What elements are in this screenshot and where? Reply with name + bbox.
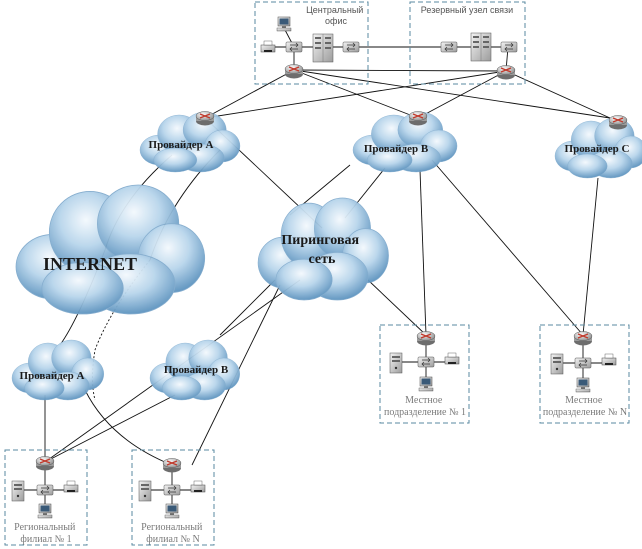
server-icon bbox=[11, 480, 25, 502]
backup-node-site: Резервный узел связи bbox=[409, 1, 526, 85]
switch-icon bbox=[285, 41, 303, 53]
provider-a-top-label: Провайдер А bbox=[149, 139, 214, 151]
provider-a-top-cloud: Провайдер А bbox=[139, 111, 241, 173]
switch-icon bbox=[163, 484, 181, 496]
svg-text:Региональный филиал № N: Региональный филиал № N bbox=[141, 522, 205, 545]
regional-branch-n-label-line1: Региональный bbox=[141, 522, 203, 533]
provider-a-bottom-cloud: Провайдер А bbox=[11, 339, 105, 401]
svg-text:Региональный филиал № 1: Региональный филиал № 1 bbox=[14, 522, 78, 545]
provider-c-top-cloud: Провайдер С bbox=[554, 117, 642, 179]
regional-branch-n-label-line2: филиал № N bbox=[146, 534, 199, 545]
svg-text:Пиринговая сеть: Пиринговая сеть bbox=[281, 233, 362, 267]
printer-icon bbox=[190, 480, 206, 493]
provider-b-bottom-label: Провайдер В bbox=[164, 364, 229, 376]
router-icon bbox=[608, 114, 628, 131]
router-icon bbox=[573, 330, 593, 347]
provider-b-bottom-cloud: Провайдер В bbox=[149, 339, 241, 401]
provider-b-top-cloud: Провайдер В bbox=[352, 111, 458, 173]
switch-icon bbox=[440, 41, 458, 53]
central-office-site: Центральный офис bbox=[254, 1, 369, 85]
switch-icon bbox=[342, 41, 360, 53]
local-unit-n-label-line1: Местное bbox=[565, 395, 603, 406]
server-rack-icon bbox=[470, 32, 492, 62]
peering-network-cloud: Пиринговая сеть bbox=[257, 197, 390, 301]
local-unit-1-site: Местное подразделение № 1 bbox=[379, 324, 470, 424]
workstation-icon bbox=[37, 503, 53, 519]
central-office-label-line1: Центральный bbox=[306, 5, 363, 15]
workstation-icon bbox=[575, 377, 591, 393]
local-unit-1-label-line1: Местное bbox=[405, 395, 443, 406]
printer-icon bbox=[63, 480, 79, 493]
internet-label: INTERNET bbox=[43, 254, 137, 274]
central-office-label-line2: офис bbox=[325, 16, 347, 26]
svg-text:Местное подразделение №: Местное подразделение № N bbox=[543, 395, 627, 418]
regional-branch-1-site: Региональный филиал № 1 bbox=[4, 449, 88, 546]
peering-label-line1: Пиринговая bbox=[281, 233, 359, 248]
server-rack-icon bbox=[312, 33, 334, 63]
server-icon bbox=[389, 352, 403, 374]
regional-branch-n-site: Региональный филиал № N bbox=[131, 449, 215, 546]
workstation-icon bbox=[164, 503, 180, 519]
backup-node-label: Резервный узел связи bbox=[421, 5, 513, 15]
router-icon bbox=[35, 455, 55, 472]
regional-branch-1-label-line2: филиал № 1 bbox=[20, 534, 71, 545]
svg-text:Центральный офис: Центральный офис bbox=[306, 5, 366, 26]
printer-icon bbox=[260, 40, 276, 53]
switch-icon bbox=[36, 484, 54, 496]
regional-branch-1-label-line1: Региональный bbox=[14, 522, 76, 533]
svg-text:Местное подразделение №: Местное подразделение № 1 bbox=[384, 395, 466, 418]
printer-icon bbox=[444, 352, 460, 365]
switch-icon bbox=[500, 41, 518, 53]
provider-b-top-label: Провайдер В bbox=[364, 143, 429, 155]
switch-icon bbox=[574, 357, 592, 369]
router-icon bbox=[496, 64, 516, 81]
internet-cloud: INTERNET bbox=[14, 183, 206, 316]
router-icon bbox=[408, 110, 428, 127]
peering-label-line2: сеть bbox=[309, 252, 336, 267]
local-unit-n-site: Местное подразделение № N bbox=[539, 324, 630, 424]
local-unit-n-label-line2: подразделение № N bbox=[543, 407, 627, 418]
workstation-icon bbox=[418, 376, 434, 392]
server-icon bbox=[550, 353, 564, 375]
workstation-icon bbox=[276, 16, 292, 32]
provider-a-bottom-label: Провайдер А bbox=[20, 370, 85, 382]
router-icon bbox=[162, 457, 182, 474]
printer-icon bbox=[601, 353, 617, 366]
router-icon bbox=[416, 330, 436, 347]
router-icon bbox=[195, 110, 215, 127]
switch-icon bbox=[417, 356, 435, 368]
server-icon bbox=[138, 480, 152, 502]
local-unit-1-label-line2: подразделение № 1 bbox=[384, 407, 466, 418]
router-icon bbox=[284, 63, 304, 80]
provider-c-top-label: Провайдер С bbox=[565, 143, 630, 155]
